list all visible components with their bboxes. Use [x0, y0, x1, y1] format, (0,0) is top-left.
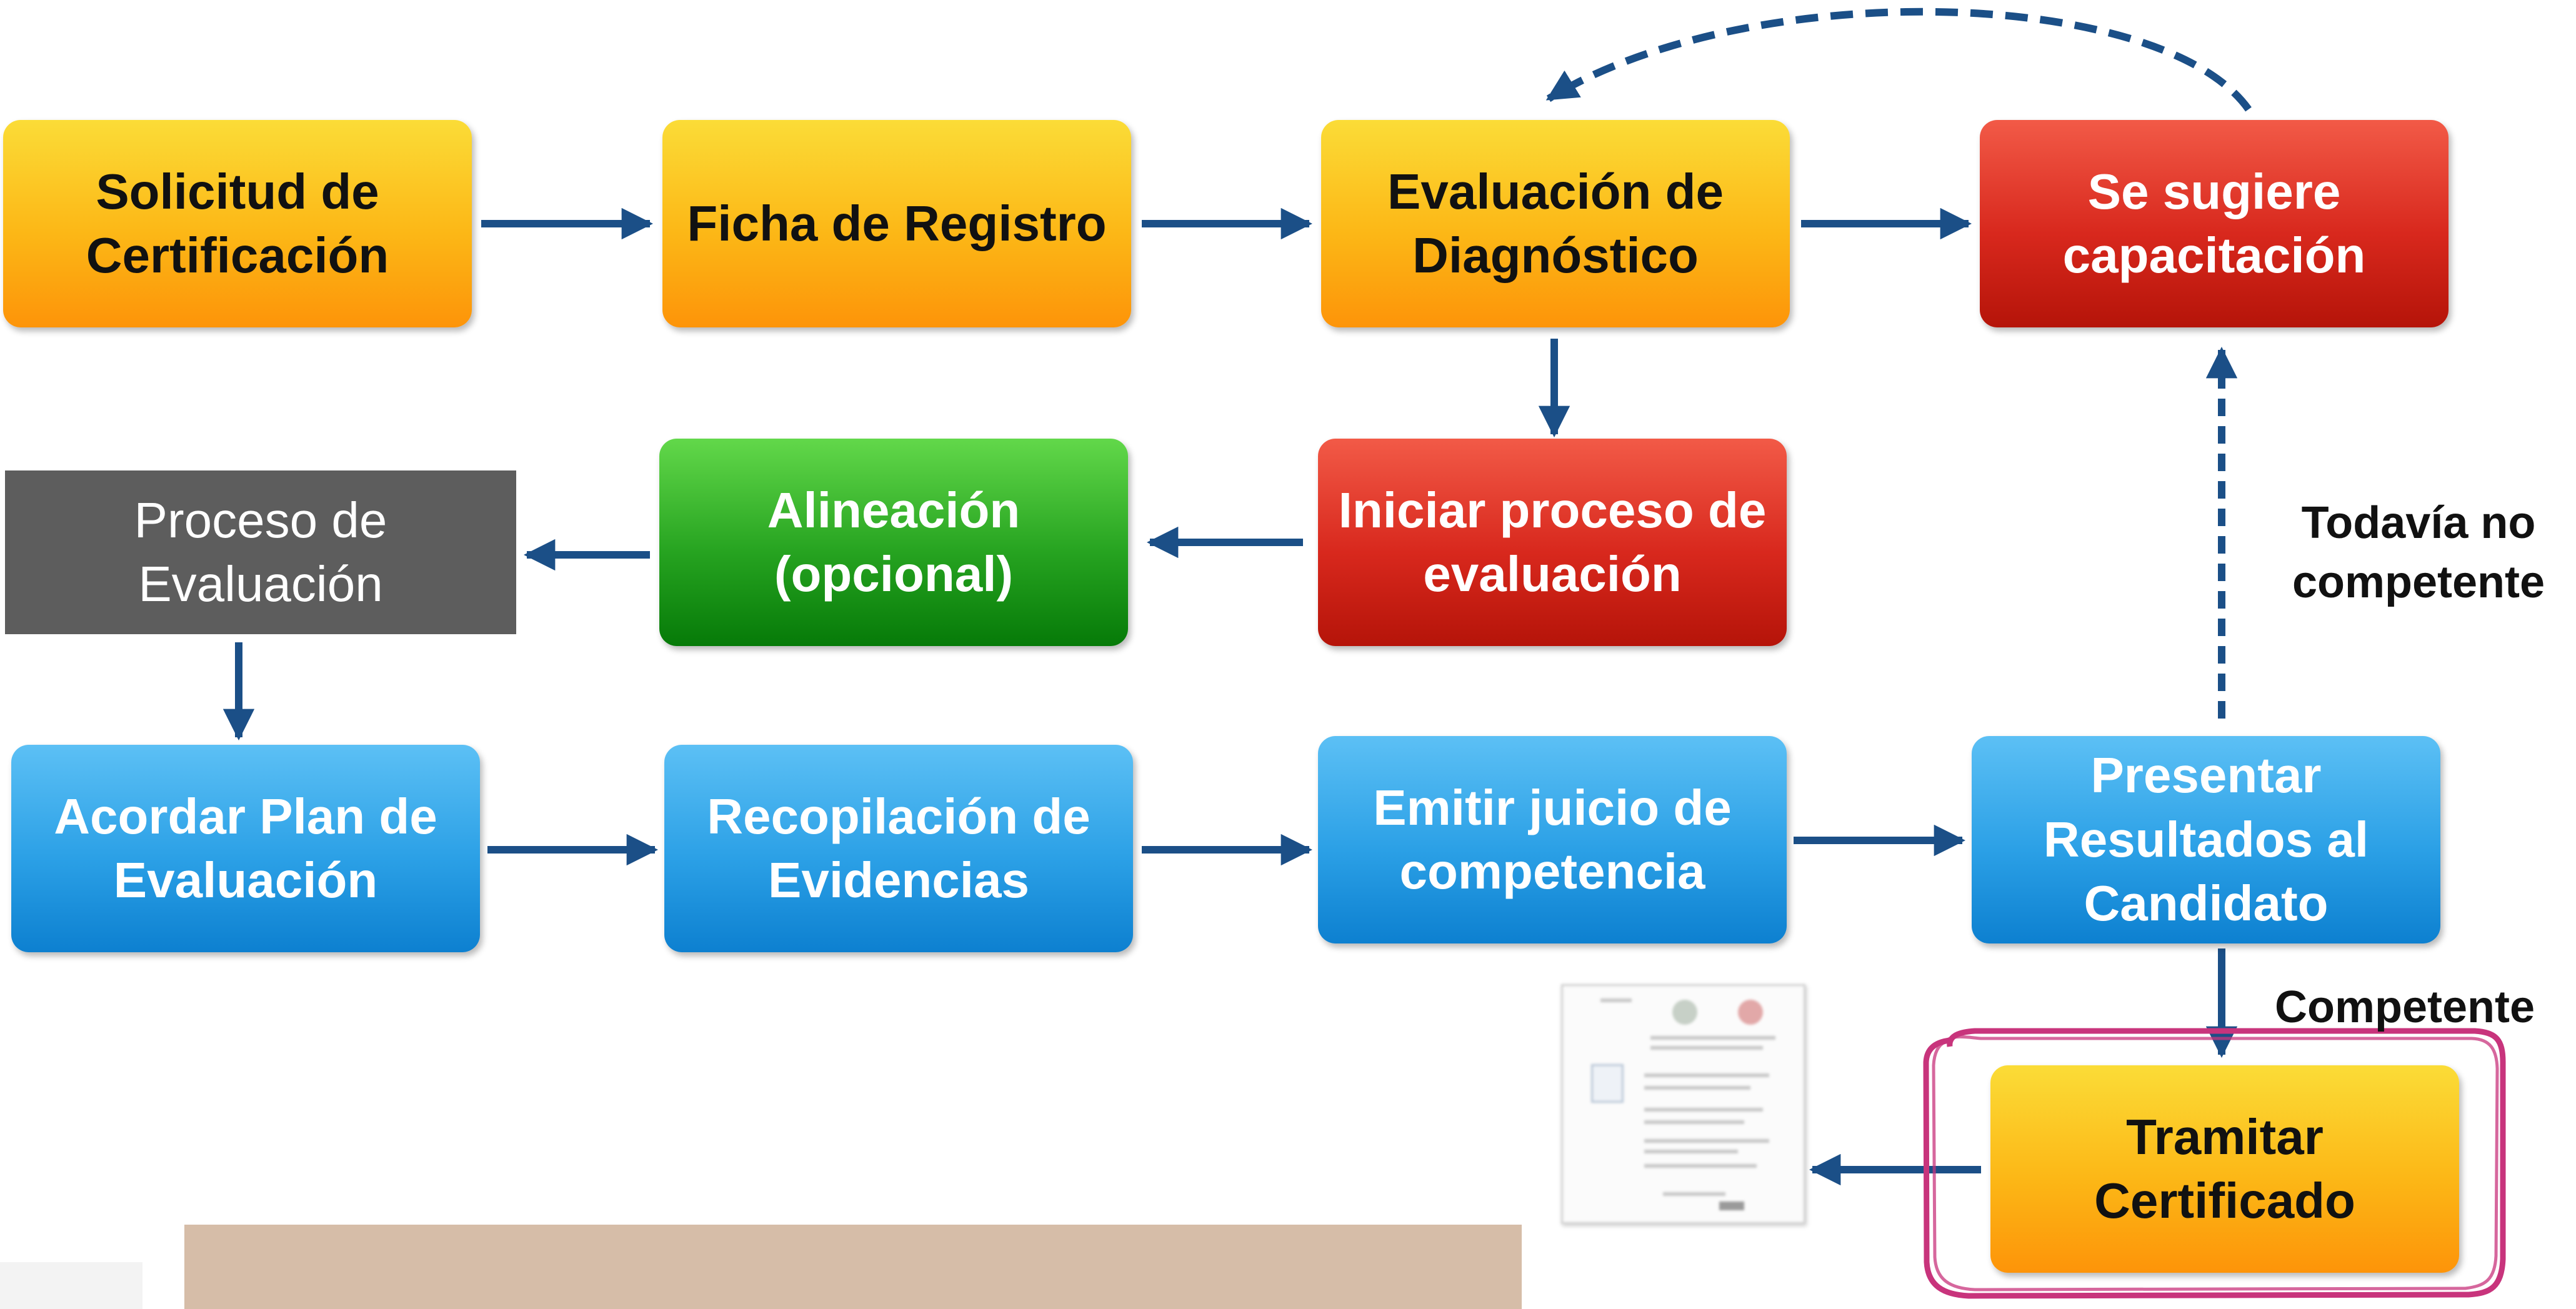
blurred-region — [184, 1225, 1522, 1309]
node-tramitar-certificado: Tramitar Certificado — [1990, 1065, 2459, 1273]
node-ficha-label: Ficha de Registro — [687, 195, 1107, 251]
node-iniciar-proceso: Iniciar proceso de evaluación — [1318, 439, 1787, 646]
node-capacitacion-label: Se sugiere capacitación — [2062, 163, 2366, 283]
highlight-circle — [1923, 1028, 2506, 1299]
node-alineacion-opcional: Alineación (opcional) — [659, 439, 1128, 646]
certificate-thumbnail — [1561, 984, 1805, 1224]
arrow-dashed-capacitacion-diagnostico — [1545, 7, 2252, 112]
node-ficha-registro: Ficha de Registro — [662, 120, 1131, 327]
node-proceso-evaluacion: Proceso de Evaluación — [5, 470, 516, 634]
blurred-corner — [0, 1262, 142, 1309]
label-todavia-no-competente: Todavía no competente — [2292, 498, 2545, 608]
node-solicitud-label: Solicitud de Certificación — [86, 163, 389, 283]
node-plan-label: Acordar Plan de Evaluación — [54, 788, 437, 908]
node-presentar-resultados: Presentar Resultados al Candidato — [1972, 736, 2440, 943]
node-tramitar-label: Tramitar Certificado — [2094, 1108, 2355, 1228]
node-proceso-label: Proceso de Evaluación — [134, 492, 387, 612]
node-sugiere-capacitacion: Se sugiere capacitación — [1980, 120, 2449, 327]
node-resultados-label: Presentar Resultados al Candidato — [2043, 747, 2369, 932]
node-evaluacion-diagnostico: Evaluación de Diagnóstico — [1321, 120, 1790, 327]
node-acordar-plan: Acordar Plan de Evaluación — [11, 745, 480, 952]
node-solicitud-certificacion: Solicitud de Certificación — [3, 120, 472, 327]
node-iniciar-label: Iniciar proceso de evaluación — [1338, 482, 1767, 602]
node-juicio-label: Emitir juicio de competencia — [1373, 779, 1732, 899]
node-recopilacion-evidencias: Recopilación de Evidencias — [664, 745, 1133, 952]
label-competente: Competente — [2275, 982, 2535, 1032]
node-alineacion-label: Alineación (opcional) — [767, 482, 1021, 602]
node-diagnostico-label: Evaluación de Diagnóstico — [1387, 163, 1724, 283]
node-evidencias-label: Recopilación de Evidencias — [707, 788, 1091, 908]
node-emitir-juicio: Emitir juicio de competencia — [1318, 736, 1787, 943]
